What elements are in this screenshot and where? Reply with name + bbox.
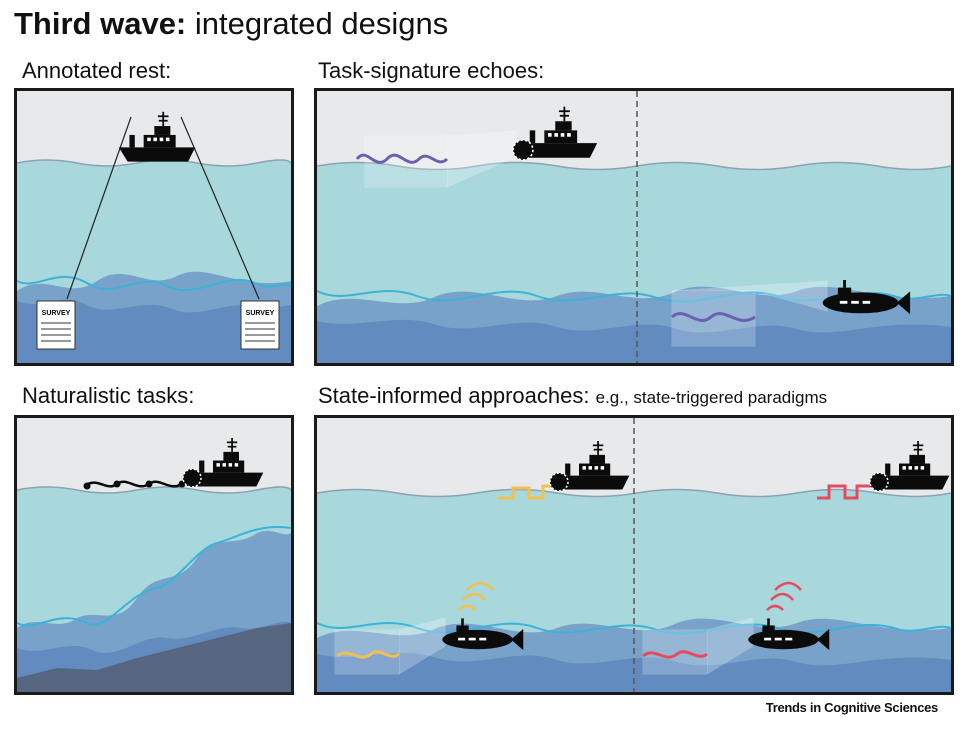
naturalistic-label: Naturalistic tasks: bbox=[22, 383, 195, 408]
state-informed-main: State-informed approaches: bbox=[318, 383, 590, 408]
echo-box-left bbox=[334, 617, 446, 675]
echo-box-bottom bbox=[671, 280, 828, 347]
deep-wave-light bbox=[17, 275, 291, 292]
title-bold: Third wave: bbox=[14, 6, 187, 41]
reel-icon bbox=[512, 139, 534, 161]
figure-title: Third wave: integrated designs bbox=[14, 6, 448, 42]
yellow-signal-bottom bbox=[336, 650, 400, 659]
annotated-rest-label: Annotated rest: bbox=[22, 58, 172, 83]
annotated-rest-panel: SURVEY SURVEY bbox=[14, 88, 294, 366]
title-rest: integrated designs bbox=[194, 6, 449, 41]
wireless-icon bbox=[458, 604, 476, 611]
task-signature-panel bbox=[314, 88, 954, 366]
purple-signal-top bbox=[355, 153, 449, 164]
state-informed-panel bbox=[314, 415, 954, 695]
survey-left-text: SURVEY bbox=[42, 310, 71, 317]
yellow-signal-top bbox=[497, 484, 555, 500]
survey-sheet-right-icon bbox=[240, 300, 280, 350]
wireless-icon bbox=[766, 604, 784, 611]
state-informed-sublabel: e.g., state-triggered paradigms bbox=[595, 388, 828, 407]
task-signature-label: Task-signature echoes: bbox=[318, 58, 545, 83]
red-signal-top bbox=[817, 484, 875, 500]
survey-right-text: SURVEY bbox=[246, 310, 275, 317]
survey-sheet-left-icon bbox=[36, 300, 76, 350]
reel-icon bbox=[182, 468, 202, 488]
signal-line bbox=[84, 480, 183, 488]
naturalistic-panel bbox=[14, 415, 294, 695]
state-informed-label: State-informed approaches: e.g., state-t… bbox=[318, 383, 827, 409]
purple-signal-bottom bbox=[670, 312, 756, 322]
red-signal-bottom bbox=[642, 650, 708, 659]
reel-icon bbox=[549, 472, 569, 492]
reel-icon bbox=[869, 472, 889, 492]
journal-credit: Trends in Cognitive Sciences bbox=[765, 700, 939, 715]
echo-box-right bbox=[642, 617, 754, 675]
